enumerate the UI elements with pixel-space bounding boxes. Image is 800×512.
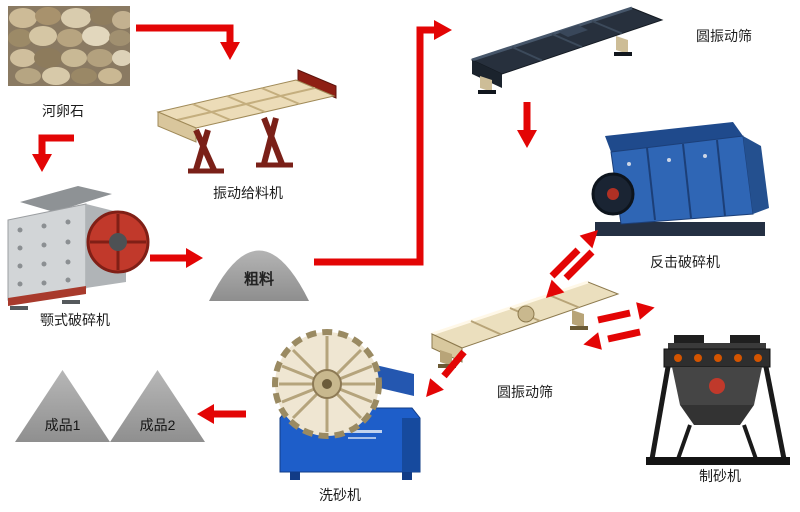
impact-crusher-label: 反击破碎机 <box>650 254 720 270</box>
vibrating-feeder-image <box>148 68 348 178</box>
sand-maker-icon <box>646 335 790 465</box>
vibrating-screen1-icon <box>470 6 664 94</box>
arrow-washer-to-products <box>197 404 246 424</box>
arrow-pebbles-to-feeder <box>136 24 240 60</box>
product1-pile: 成品1 <box>15 370 110 442</box>
arrow-screen1-to-impact <box>517 102 537 148</box>
sand-maker-image <box>638 333 796 466</box>
coarse-material-pile: 粗料 <box>205 230 313 302</box>
jaw-crusher-icon <box>7 186 150 310</box>
product1-label: 成品1 <box>44 417 81 433</box>
product2-pile: 成品2 <box>110 370 205 442</box>
vibrating-screen2-icon <box>430 280 620 368</box>
impact-crusher-image <box>583 106 778 248</box>
river-pebbles-image <box>8 6 130 86</box>
pebbles-icon <box>8 6 130 86</box>
vibrating-feeder-icon <box>156 69 337 174</box>
sand-washer-image <box>252 322 427 482</box>
screen1-label: 圆振动筛 <box>696 28 752 44</box>
impact-crusher-icon <box>591 122 769 236</box>
arrow-pebbles-to-jaw <box>32 134 74 172</box>
pebbles-label: 河卵石 <box>42 103 84 119</box>
coarse-pile-icon <box>209 250 309 301</box>
sand-washer-label: 洗砂机 <box>319 487 361 503</box>
product2-label: 成品2 <box>139 417 176 433</box>
jaw-crusher-label: 颚式破碎机 <box>40 312 110 328</box>
jaw-crusher-image <box>0 168 152 310</box>
sand-washer-icon <box>272 329 421 480</box>
screen2-label: 圆振动筛 <box>497 384 553 400</box>
arrow-jaw-to-coarse <box>150 248 203 268</box>
sand-maker-label: 制砂机 <box>699 468 741 484</box>
vibrating-screen2-image <box>426 276 624 378</box>
feeder-label: 振动给料机 <box>213 185 283 201</box>
coarse-label: 粗料 <box>243 271 274 288</box>
vibrating-screen1-image <box>466 4 668 102</box>
